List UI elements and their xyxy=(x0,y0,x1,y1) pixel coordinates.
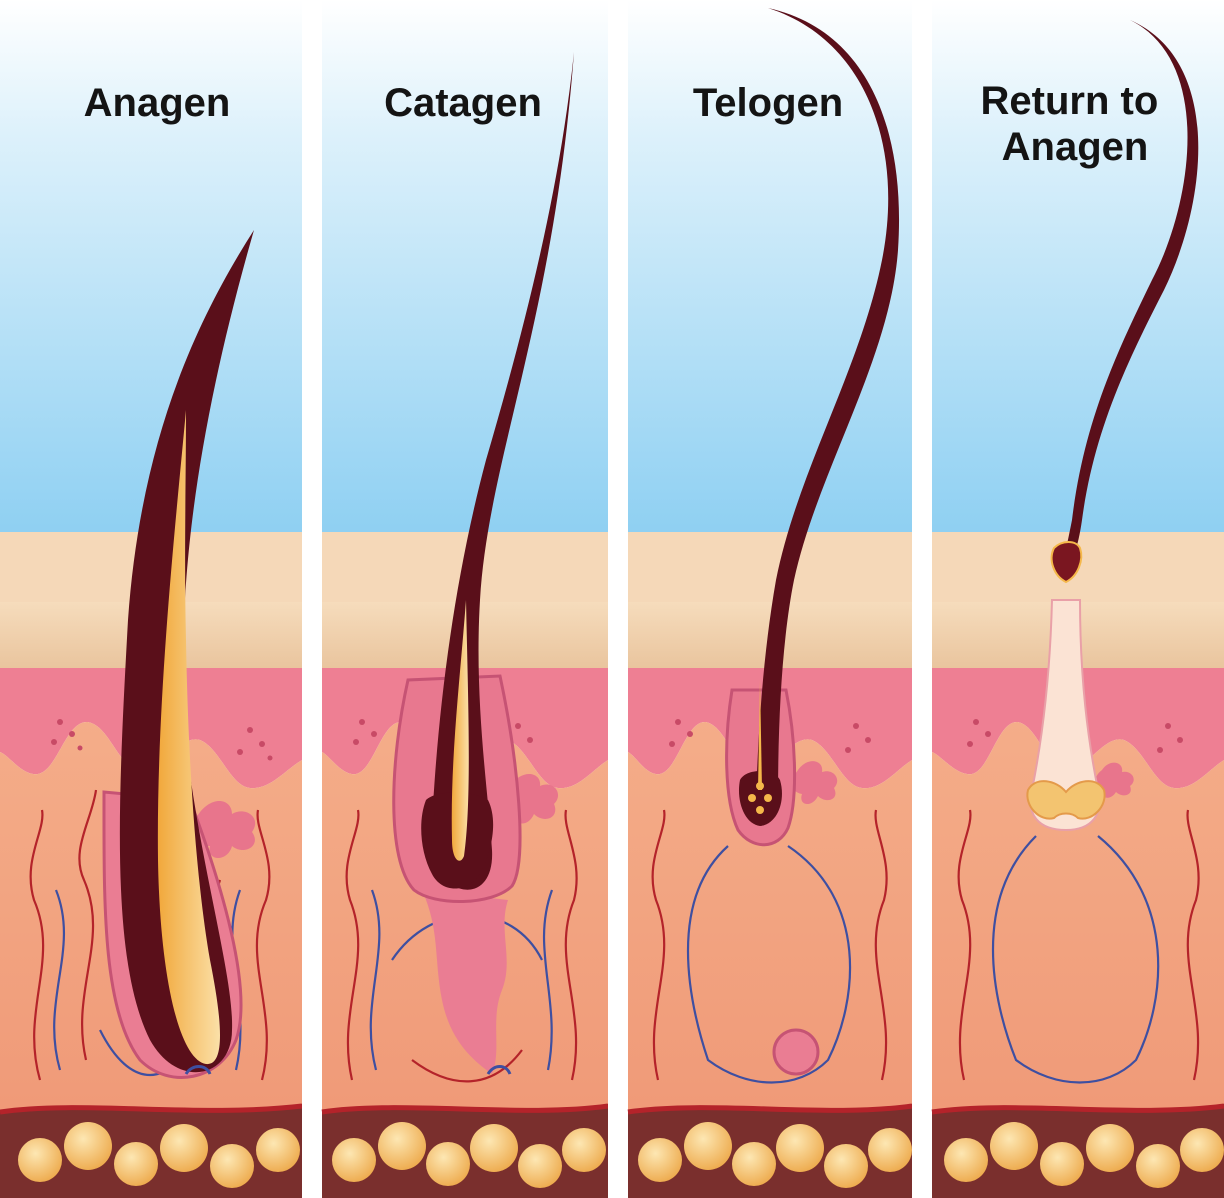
artery-band xyxy=(931,1103,1224,1115)
title-line: Return to xyxy=(981,79,1159,123)
sebaceous-gland xyxy=(1095,762,1134,798)
title-line: Telogen xyxy=(693,81,843,125)
club-hair-root xyxy=(748,680,772,814)
title-line: Anagen xyxy=(1002,125,1149,169)
panel-title-catagen: Catagen xyxy=(384,81,542,125)
dermal-dots xyxy=(51,719,273,761)
fat-cells xyxy=(332,1122,606,1188)
fat-cells xyxy=(944,1122,1224,1188)
dermis xyxy=(628,721,912,1110)
dermal-papilla xyxy=(486,1065,512,1075)
fat-cells xyxy=(18,1122,300,1188)
artery-band xyxy=(0,1103,303,1115)
dermal-papilla xyxy=(184,1065,212,1075)
title-line: Catagen xyxy=(384,81,542,125)
follicle-canal xyxy=(1029,599,1101,832)
dermal-dots xyxy=(669,719,871,753)
new-hair-bulb xyxy=(1026,780,1106,820)
hair-shaft xyxy=(756,8,900,805)
sky xyxy=(0,0,302,532)
artery-band xyxy=(321,1103,609,1115)
capillaries xyxy=(651,809,888,1084)
panel-title-anagen: Anagen xyxy=(84,81,231,125)
panel-telogen: Telogen xyxy=(627,0,913,1198)
panel-divider xyxy=(608,0,628,1198)
title-line: Anagen xyxy=(84,81,231,125)
sebaceous-gland xyxy=(792,761,838,805)
hair-shaft xyxy=(1060,20,1199,570)
panel-title-telogen: Telogen xyxy=(693,81,843,125)
fat-cells xyxy=(638,1122,912,1188)
panel-return-to-anagen: Return to Anagen xyxy=(931,0,1224,1198)
panel-divider xyxy=(302,0,322,1198)
hair-shaft xyxy=(119,230,255,1073)
sky xyxy=(628,0,912,532)
shed-club-hair xyxy=(1050,541,1083,584)
hair-core xyxy=(451,600,469,861)
dermal-dots xyxy=(967,719,1183,753)
capillaries xyxy=(957,809,1200,1084)
panel-divider xyxy=(912,0,932,1198)
club-hair-root xyxy=(738,771,782,826)
hair-shaft xyxy=(432,52,574,890)
detached-dermal-papilla xyxy=(772,1028,820,1076)
regressing-follicle xyxy=(422,890,508,1074)
panel-anagen: Anagen xyxy=(0,0,303,1198)
capillaries xyxy=(345,809,578,1083)
sebaceous-gland xyxy=(191,801,256,858)
dermis xyxy=(932,721,1224,1110)
sky xyxy=(932,0,1224,532)
epidermis xyxy=(628,532,912,602)
artery-band xyxy=(627,1103,913,1115)
hair-core xyxy=(157,410,220,1065)
panel-title-return-to-anagen: Return to Anagen xyxy=(981,79,1170,169)
sky xyxy=(322,0,608,532)
panel-catagen: Catagen xyxy=(321,0,609,1198)
